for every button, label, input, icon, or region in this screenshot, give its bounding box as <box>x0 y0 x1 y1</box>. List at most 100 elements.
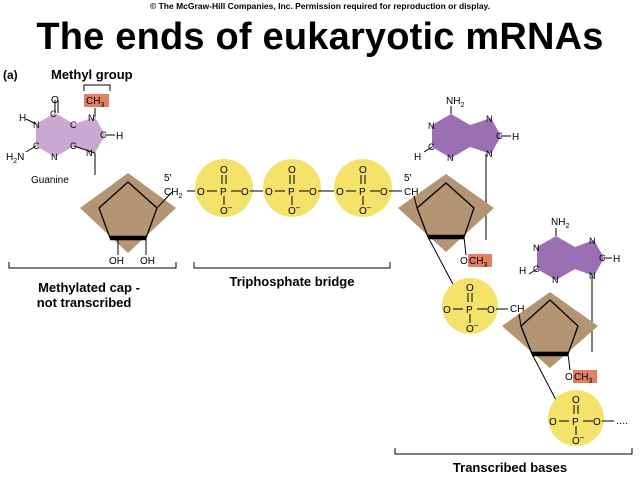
o-minus-sign: – <box>228 203 233 212</box>
o-minus-sign: – <box>367 203 372 212</box>
adenine-base <box>528 228 612 352</box>
panel-label: (a) <box>3 68 18 82</box>
amino-h: H <box>6 152 13 163</box>
methyl-box <box>468 254 492 267</box>
ch2-ch: CH <box>404 187 418 198</box>
atom-p: P <box>359 187 366 198</box>
o-minus: O– <box>288 203 301 217</box>
adenine-ring-6 <box>537 236 575 280</box>
atom-o: O <box>572 395 580 406</box>
ribose-diamond <box>502 292 598 368</box>
methyl-ch3: CH3 <box>574 372 592 385</box>
atom-o: O <box>443 305 451 316</box>
methyl-box <box>573 370 597 383</box>
transcribed-caption: Transcribed bases <box>453 460 567 475</box>
adenine-ring-5 <box>575 240 604 276</box>
methyl-group-bracket <box>83 84 111 91</box>
ch2-sub: 2 <box>178 193 182 200</box>
atom-h: H <box>414 152 421 163</box>
och3-o: O <box>460 256 468 267</box>
o-minus-sign: – <box>474 321 479 330</box>
atom-c: C <box>70 141 77 151</box>
o-minus-o: O <box>220 206 228 217</box>
cap-ribose <box>80 173 176 255</box>
atom-p: P <box>572 417 579 428</box>
o-minus-o: O <box>288 206 296 217</box>
methyl-ch3: CH3 <box>86 96 104 109</box>
phosphate-group <box>442 278 508 334</box>
atom-p: P <box>288 187 295 198</box>
guanine-ring-5 <box>74 117 105 153</box>
continuation-dots: .... <box>616 415 628 427</box>
atom-o: O <box>241 187 249 198</box>
atom-n: N <box>447 153 454 163</box>
five-prime-label: 5′ <box>164 173 172 184</box>
o-minus: O– <box>359 203 372 217</box>
atom-h: H <box>613 254 620 265</box>
cap-bracket <box>8 262 177 269</box>
amino-sub: 2 <box>565 223 569 230</box>
atom-c: C <box>533 264 540 274</box>
amino-sub: 2 <box>460 102 464 109</box>
phosphate-group <box>548 390 614 446</box>
amino-n: N <box>17 152 24 163</box>
atom-o: O <box>380 187 388 198</box>
triphosphate-bracket <box>193 262 391 269</box>
och3-group: O <box>565 372 573 383</box>
atom-p: P <box>220 187 227 198</box>
atom-c: C <box>70 120 77 130</box>
o-minus-o: O <box>572 436 580 447</box>
ch2-ch: CH <box>164 187 178 198</box>
amino-left: H2N <box>6 152 24 165</box>
five-prime-label: 5′ <box>404 173 412 184</box>
atom-o: O <box>220 165 228 176</box>
och3-o: O <box>565 372 573 383</box>
methyl-sub: 3 <box>588 378 592 385</box>
atom-n: N <box>589 236 596 246</box>
o-minus-o: O <box>466 324 474 335</box>
atom-o: O <box>309 187 317 198</box>
methyl-sub: 3 <box>100 102 104 109</box>
phosphate-group <box>334 159 392 217</box>
atom-c: C <box>100 130 107 140</box>
ribose-diamond <box>80 173 176 253</box>
methyl-ch: CH <box>469 256 483 267</box>
o-minus: O– <box>466 321 479 335</box>
hydroxyl-oh: OH <box>140 256 155 267</box>
ch2-ch: CH <box>510 304 524 315</box>
atom-n: N <box>552 275 559 285</box>
hydroxyl-oh: OH <box>109 256 124 267</box>
atom-h: H <box>19 113 26 124</box>
cap-caption-line2: not transcribed <box>37 295 132 310</box>
atom-o: O <box>593 417 601 428</box>
page-title: The ends of eukaryotic mRNAs <box>36 16 604 58</box>
atom-n: N <box>486 149 493 159</box>
o-minus: O– <box>220 203 233 217</box>
methyl-ch: CH <box>574 372 588 383</box>
guanine-ring-6 <box>36 113 74 157</box>
o-minus: O– <box>572 433 585 447</box>
guanine-cap <box>25 100 115 175</box>
guanine-label: Guanine <box>31 175 69 186</box>
atom-n: N <box>486 114 493 124</box>
copyright-notice: © The McGraw-Hill Companies, Inc. Permis… <box>149 1 491 11</box>
phosphate-group <box>195 159 253 217</box>
atom-o: O <box>359 165 367 176</box>
triphosphate-caption: Triphosphate bridge <box>230 274 355 289</box>
methyl-box <box>84 94 109 107</box>
ribose-diamond <box>398 174 494 252</box>
atom-o: O <box>288 165 296 176</box>
atom-c: C <box>428 142 435 152</box>
och3-group: O <box>460 256 468 267</box>
atom-n: N <box>428 121 435 131</box>
adenine-ring-5 <box>470 118 501 154</box>
atom-c: C <box>33 141 40 151</box>
methyl-sub: 3 <box>483 262 487 269</box>
atom-c: C <box>496 131 503 141</box>
o-minus-sign: – <box>296 203 301 212</box>
atom-c: C <box>599 253 606 263</box>
transcribed-bracket <box>394 448 633 455</box>
atom-n: N <box>33 120 40 130</box>
atom-o: O <box>265 187 273 198</box>
methyl-ch: CH <box>86 96 100 107</box>
